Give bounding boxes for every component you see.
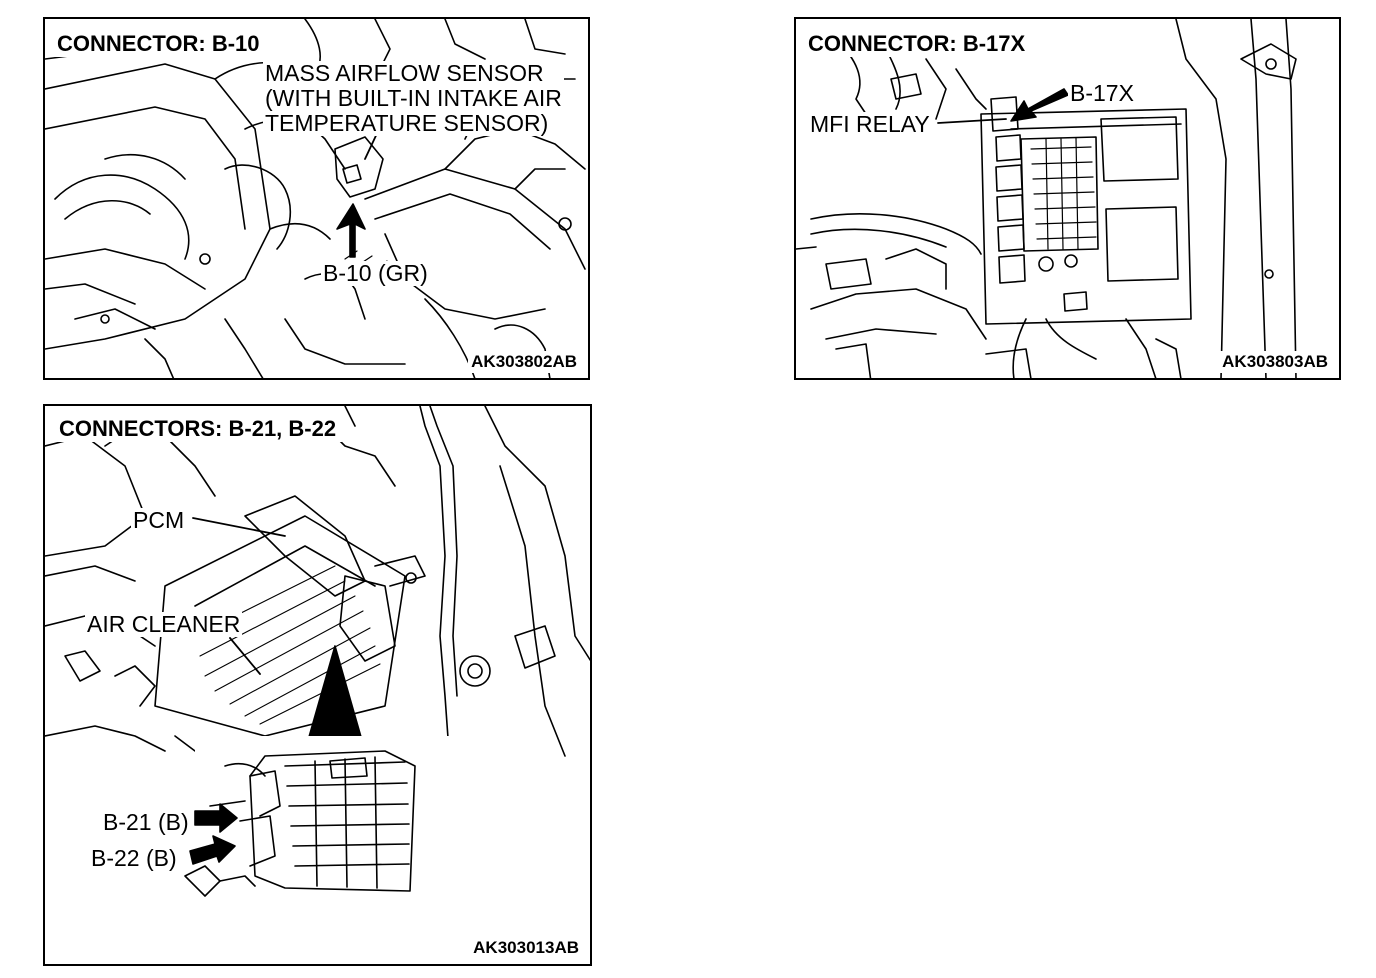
panel-title-b10: CONNECTOR: B-10 <box>53 31 266 57</box>
figure-code-b17x: AK303803AB <box>1219 351 1331 373</box>
panel-title-b21-b22: CONNECTORS: B-21, B-22 <box>55 416 343 442</box>
diagram-panel-b10: CONNECTOR: B-10 MASS AIRFLOW SENSOR (WIT… <box>43 17 590 380</box>
relay-box-illustration-b17x <box>796 19 1297 378</box>
air-cleaner-label: AIR CLEANER <box>85 611 243 637</box>
mass-airflow-sensor-label: MASS AIRFLOW SENSOR (WITH BUILT-IN INTAK… <box>263 61 564 136</box>
callout-line-1: MASS AIRFLOW SENSOR <box>265 60 544 86</box>
pcm-label: PCM <box>131 507 187 533</box>
diagram-panel-b17x: CONNECTOR: B-17X MFI RELAY B-17X AK30380… <box>794 17 1341 380</box>
connector-label-b22: B-22 (B) <box>89 845 179 871</box>
figure-code-b21-b22: AK303013AB <box>470 937 582 959</box>
figure-code-b10: AK303802AB <box>468 351 580 373</box>
callout-line-2: (WITH BUILT-IN INTAKE AIR <box>265 85 562 111</box>
connector-label-b17x: B-17X <box>1068 80 1136 106</box>
pcm-illustration-b21-b22 <box>45 406 590 906</box>
callout-line-3: TEMPERATURE SENSOR) <box>265 110 549 136</box>
connector-label-b21: B-21 (B) <box>101 809 191 835</box>
panel-title-b17x: CONNECTOR: B-17X <box>804 31 1032 57</box>
connector-label-b10: B-10 (GR) <box>321 260 430 286</box>
diagram-panel-b21-b22: CONNECTORS: B-21, B-22 PCM AIR CLEANER B… <box>43 404 592 966</box>
mfi-relay-label: MFI RELAY <box>808 111 932 137</box>
